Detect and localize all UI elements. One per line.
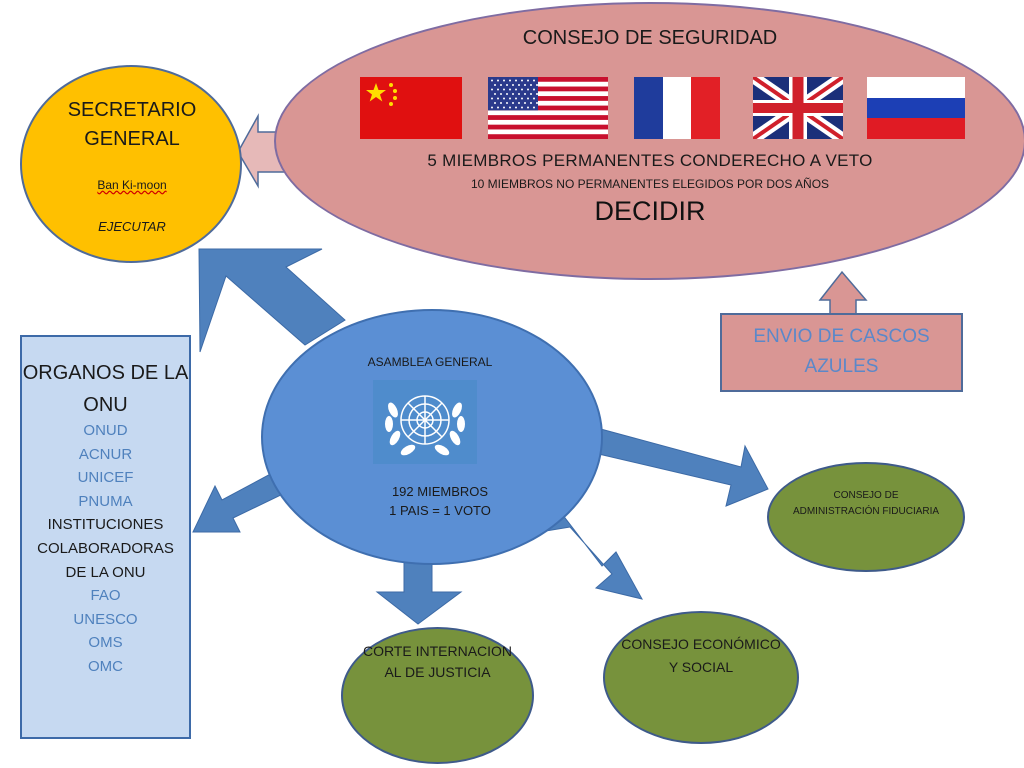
secretario-general-circle bbox=[20, 65, 242, 263]
arrow-to-corte bbox=[375, 557, 463, 625]
france-flag-icon bbox=[634, 77, 720, 139]
arrow-envio-up bbox=[818, 270, 868, 315]
organo-item: UNESCO bbox=[73, 610, 138, 628]
organo-item: ONUD bbox=[83, 422, 128, 439]
organos-title: ORGANOS DE LA ONU bbox=[22, 362, 189, 416]
consejo-seguridad-ellipse bbox=[274, 2, 1024, 280]
miembros-no-permanentes: 10 MIEMBROS NO PERMANENTES ELEGIDOS POR … bbox=[470, 177, 830, 191]
organo-item: INSTITUCIONES bbox=[47, 516, 164, 534]
organo-item: UNICEF bbox=[77, 469, 134, 487]
asamblea-info: 192 MIEMBROS 1 PAIS = 1 VOTO bbox=[340, 482, 540, 520]
fiduciaria-oval bbox=[767, 462, 965, 572]
organo-item: ACNUR bbox=[78, 445, 133, 463]
russia-flag-icon bbox=[867, 77, 965, 139]
corte-text: CORTE INTERNACION AL DE JUSTICIA bbox=[362, 643, 513, 680]
corte-oval bbox=[341, 627, 534, 764]
consejo-title: CONSEJO DE SEGURIDAD bbox=[522, 27, 778, 49]
asamblea-voto: 1 PAIS = 1 VOTO bbox=[389, 503, 491, 518]
organo-item: DE LA ONU bbox=[65, 563, 146, 581]
envio-cascos-text: ENVIO DE CASCOS AZULES bbox=[753, 326, 930, 377]
uk-flag-icon bbox=[753, 77, 843, 139]
un-emblem-icon bbox=[373, 380, 477, 464]
fiduciaria-text: CONSEJO DE ADMINISTRACIÓN FIDUCIARIA bbox=[792, 490, 940, 517]
arrow-to-organos bbox=[192, 469, 288, 533]
consejo-funcion: DECIDIR bbox=[594, 196, 706, 226]
secretario-nombre: Ban Ki-moon bbox=[97, 178, 167, 192]
usa-flag-icon bbox=[488, 77, 608, 139]
ecosoc-oval bbox=[603, 611, 799, 744]
organo-item: OMS bbox=[88, 634, 123, 652]
secretario-title: SECRETARIO GENERAL bbox=[67, 99, 197, 150]
asamblea-title: ASAMBLEA GENERAL bbox=[367, 355, 493, 369]
arrow-to-secretario bbox=[198, 248, 346, 353]
organo-item: COLABORADORAS bbox=[37, 540, 174, 557]
ecosoc-text: CONSEJO ECONÓMICO Y SOCIAL bbox=[621, 636, 781, 675]
arrow-to-fiduciaria bbox=[589, 427, 769, 507]
organos-panel bbox=[20, 335, 191, 739]
miembros-permanentes: 5 MIEMBROS PERMANENTES CONDERECHO A VETO bbox=[427, 151, 873, 170]
organo-item: OMC bbox=[88, 658, 123, 675]
arrow-to-ecosoc bbox=[538, 513, 643, 600]
china-flag-icon bbox=[360, 77, 462, 139]
organo-item: FAO bbox=[90, 587, 121, 605]
secretario-funcion: EJECUTAR bbox=[98, 219, 166, 234]
envio-cascos-box bbox=[720, 313, 963, 392]
asamblea-miembros: 192 MIEMBROS bbox=[391, 484, 489, 499]
organo-item: PNUMA bbox=[78, 492, 133, 510]
